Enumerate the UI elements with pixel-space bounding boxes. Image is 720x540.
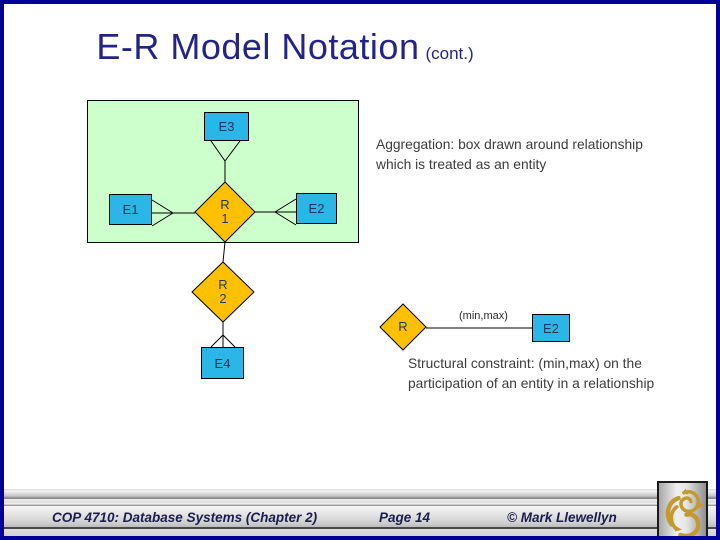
aggregation-note: Aggregation: box drawn around relationsh… (376, 135, 706, 175)
entity-e4: E4 (201, 347, 244, 379)
page-title: E-R Model Notation (cont.) (4, 26, 566, 68)
entity-e3-label: E3 (218, 119, 235, 134)
aggregation-note-line1: Aggregation: box drawn around relationsh… (376, 137, 643, 152)
footer-course: COP 4710: Database Systems (Chapter 2) (52, 510, 318, 525)
relationship-r2-label: R 2 (193, 278, 253, 306)
title-suffix: (cont.) (425, 44, 474, 63)
r1-number: 1 (221, 211, 229, 226)
entity-e1-label: E1 (122, 202, 139, 217)
r2-name: R (218, 277, 228, 292)
entity-e4-label: E4 (214, 355, 231, 371)
relationship-r1-label: R 1 (195, 198, 255, 226)
entity-e2-constraint: E2 (532, 314, 570, 342)
r1-name: R (220, 197, 230, 212)
footer-bar (4, 489, 716, 536)
r2-number: 2 (219, 291, 227, 306)
entity-e3: E3 (204, 112, 249, 141)
relationship-r-label: R (398, 319, 408, 334)
structural-note-line1: Structural constraint: (min,max) on the (408, 356, 642, 371)
footer-page-number: Page 14 (379, 510, 431, 525)
entity-e2-constraint-label: E2 (543, 320, 559, 336)
aggregation-note-line2: which is treated as an entity (376, 157, 547, 172)
structural-note-line2: participation of an entity in a relation… (408, 376, 655, 391)
entity-e1: E1 (109, 194, 152, 225)
structural-constraint-note: Structural constraint: (min,max) on the … (408, 354, 708, 394)
er-diagram-connectors (151, 140, 532, 351)
min-max-label: (min,max) (459, 310, 508, 322)
entity-e2: E2 (296, 193, 337, 224)
university-logo (657, 481, 708, 536)
entity-e2-label: E2 (308, 201, 325, 216)
pegasus-logo-icon (665, 487, 704, 536)
footer-copyright: © Mark Llewellyn (507, 510, 617, 525)
title-text: E-R Model Notation (96, 26, 420, 67)
